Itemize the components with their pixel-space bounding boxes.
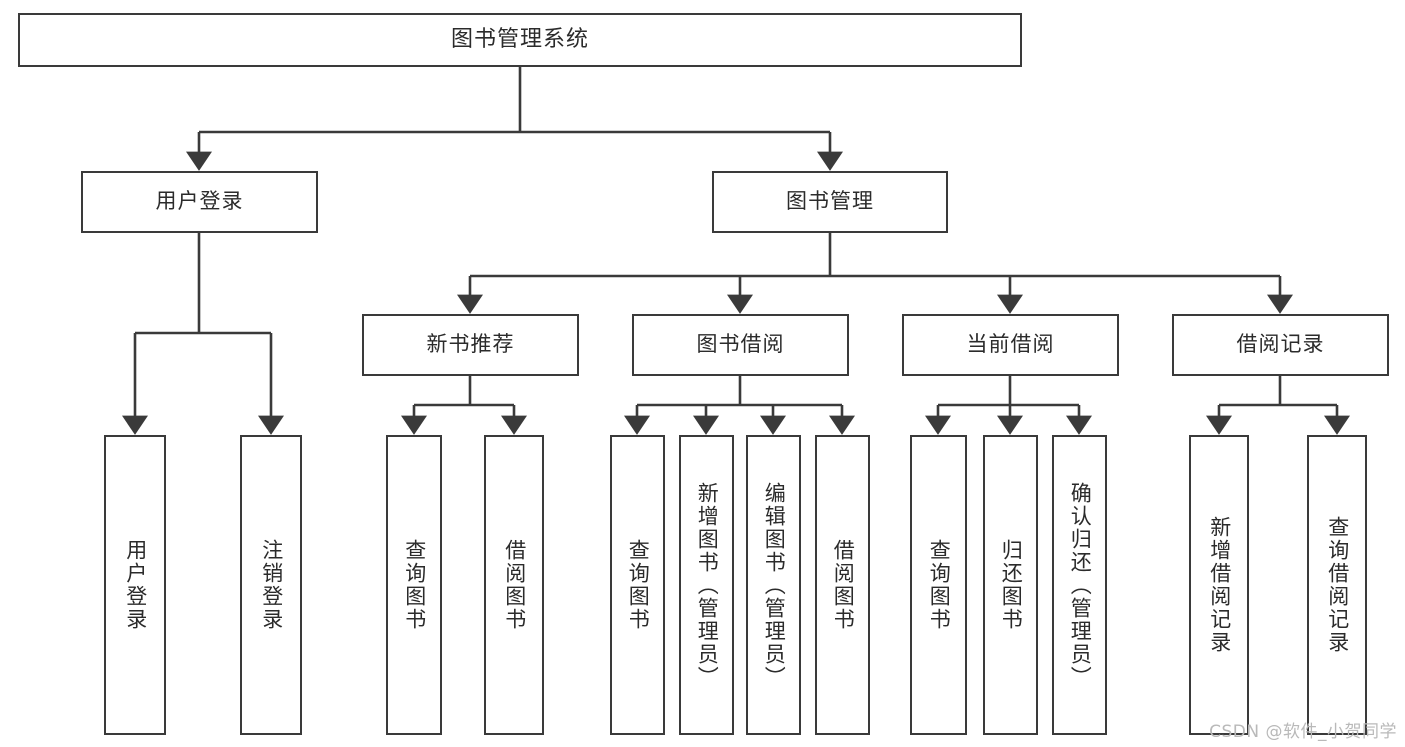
leaf-label: 新增借阅记录 xyxy=(1207,516,1232,654)
watermark: CSDN @软件_小贺同学 xyxy=(1209,722,1397,742)
node-current-borrow[interactable]: 当前借阅 xyxy=(902,314,1119,376)
leaf-label: 查询图书 xyxy=(927,539,952,631)
leaf-label: 借阅图书 xyxy=(831,539,856,631)
leaf-edit-book-admin[interactable]: 编辑图书（管理员） xyxy=(746,435,801,735)
node-root-label: 图书管理系统 xyxy=(450,26,589,52)
leaf-label: 编辑图书（管理员） xyxy=(762,481,787,689)
leaf-logout[interactable]: 注销登录 xyxy=(240,435,302,735)
leaf-borrow-book[interactable]: 借阅图书 xyxy=(815,435,870,735)
leaf-add-borrow-record[interactable]: 新增借阅记录 xyxy=(1189,435,1249,735)
node-current-borrow-label: 当前借阅 xyxy=(966,332,1055,357)
node-borrow-record-label: 借阅记录 xyxy=(1236,332,1325,357)
node-new-book-recommend-label: 新书推荐 xyxy=(426,332,515,357)
node-book-borrow-label: 图书借阅 xyxy=(696,332,785,357)
leaf-query-borrow-record[interactable]: 查询借阅记录 xyxy=(1307,435,1367,735)
node-borrow-record[interactable]: 借阅记录 xyxy=(1172,314,1389,376)
leaf-label: 新增图书（管理员） xyxy=(695,481,720,689)
leaf-label: 借阅图书 xyxy=(502,539,527,631)
node-new-book-recommend[interactable]: 新书推荐 xyxy=(362,314,579,376)
node-root[interactable]: 图书管理系统 xyxy=(18,13,1022,67)
leaf-label: 注销登录 xyxy=(259,539,284,631)
leaf-label: 查询借阅记录 xyxy=(1325,516,1350,654)
node-book-management[interactable]: 图书管理 xyxy=(712,171,948,233)
leaf-query-book-borrow[interactable]: 查询图书 xyxy=(610,435,665,735)
leaf-label: 查询图书 xyxy=(402,539,427,631)
node-book-management-label: 图书管理 xyxy=(786,189,874,214)
leaf-label: 确认归还（管理员） xyxy=(1068,481,1093,689)
leaf-user-login[interactable]: 用户登录 xyxy=(104,435,166,735)
leaf-add-book-admin[interactable]: 新增图书（管理员） xyxy=(679,435,734,735)
node-book-borrow[interactable]: 图书借阅 xyxy=(632,314,849,376)
leaf-label: 用户登录 xyxy=(123,539,148,631)
node-user-login-label: 用户登录 xyxy=(155,189,244,214)
leaf-query-book-recommend[interactable]: 查询图书 xyxy=(386,435,442,735)
leaf-return-book[interactable]: 归还图书 xyxy=(983,435,1038,735)
leaf-label: 查询图书 xyxy=(626,539,651,631)
node-user-login[interactable]: 用户登录 xyxy=(81,171,318,233)
leaf-borrow-book-recommend[interactable]: 借阅图书 xyxy=(484,435,544,735)
leaf-label: 归还图书 xyxy=(999,539,1024,631)
leaf-query-book-current[interactable]: 查询图书 xyxy=(910,435,967,735)
leaf-confirm-return-admin[interactable]: 确认归还（管理员） xyxy=(1052,435,1107,735)
